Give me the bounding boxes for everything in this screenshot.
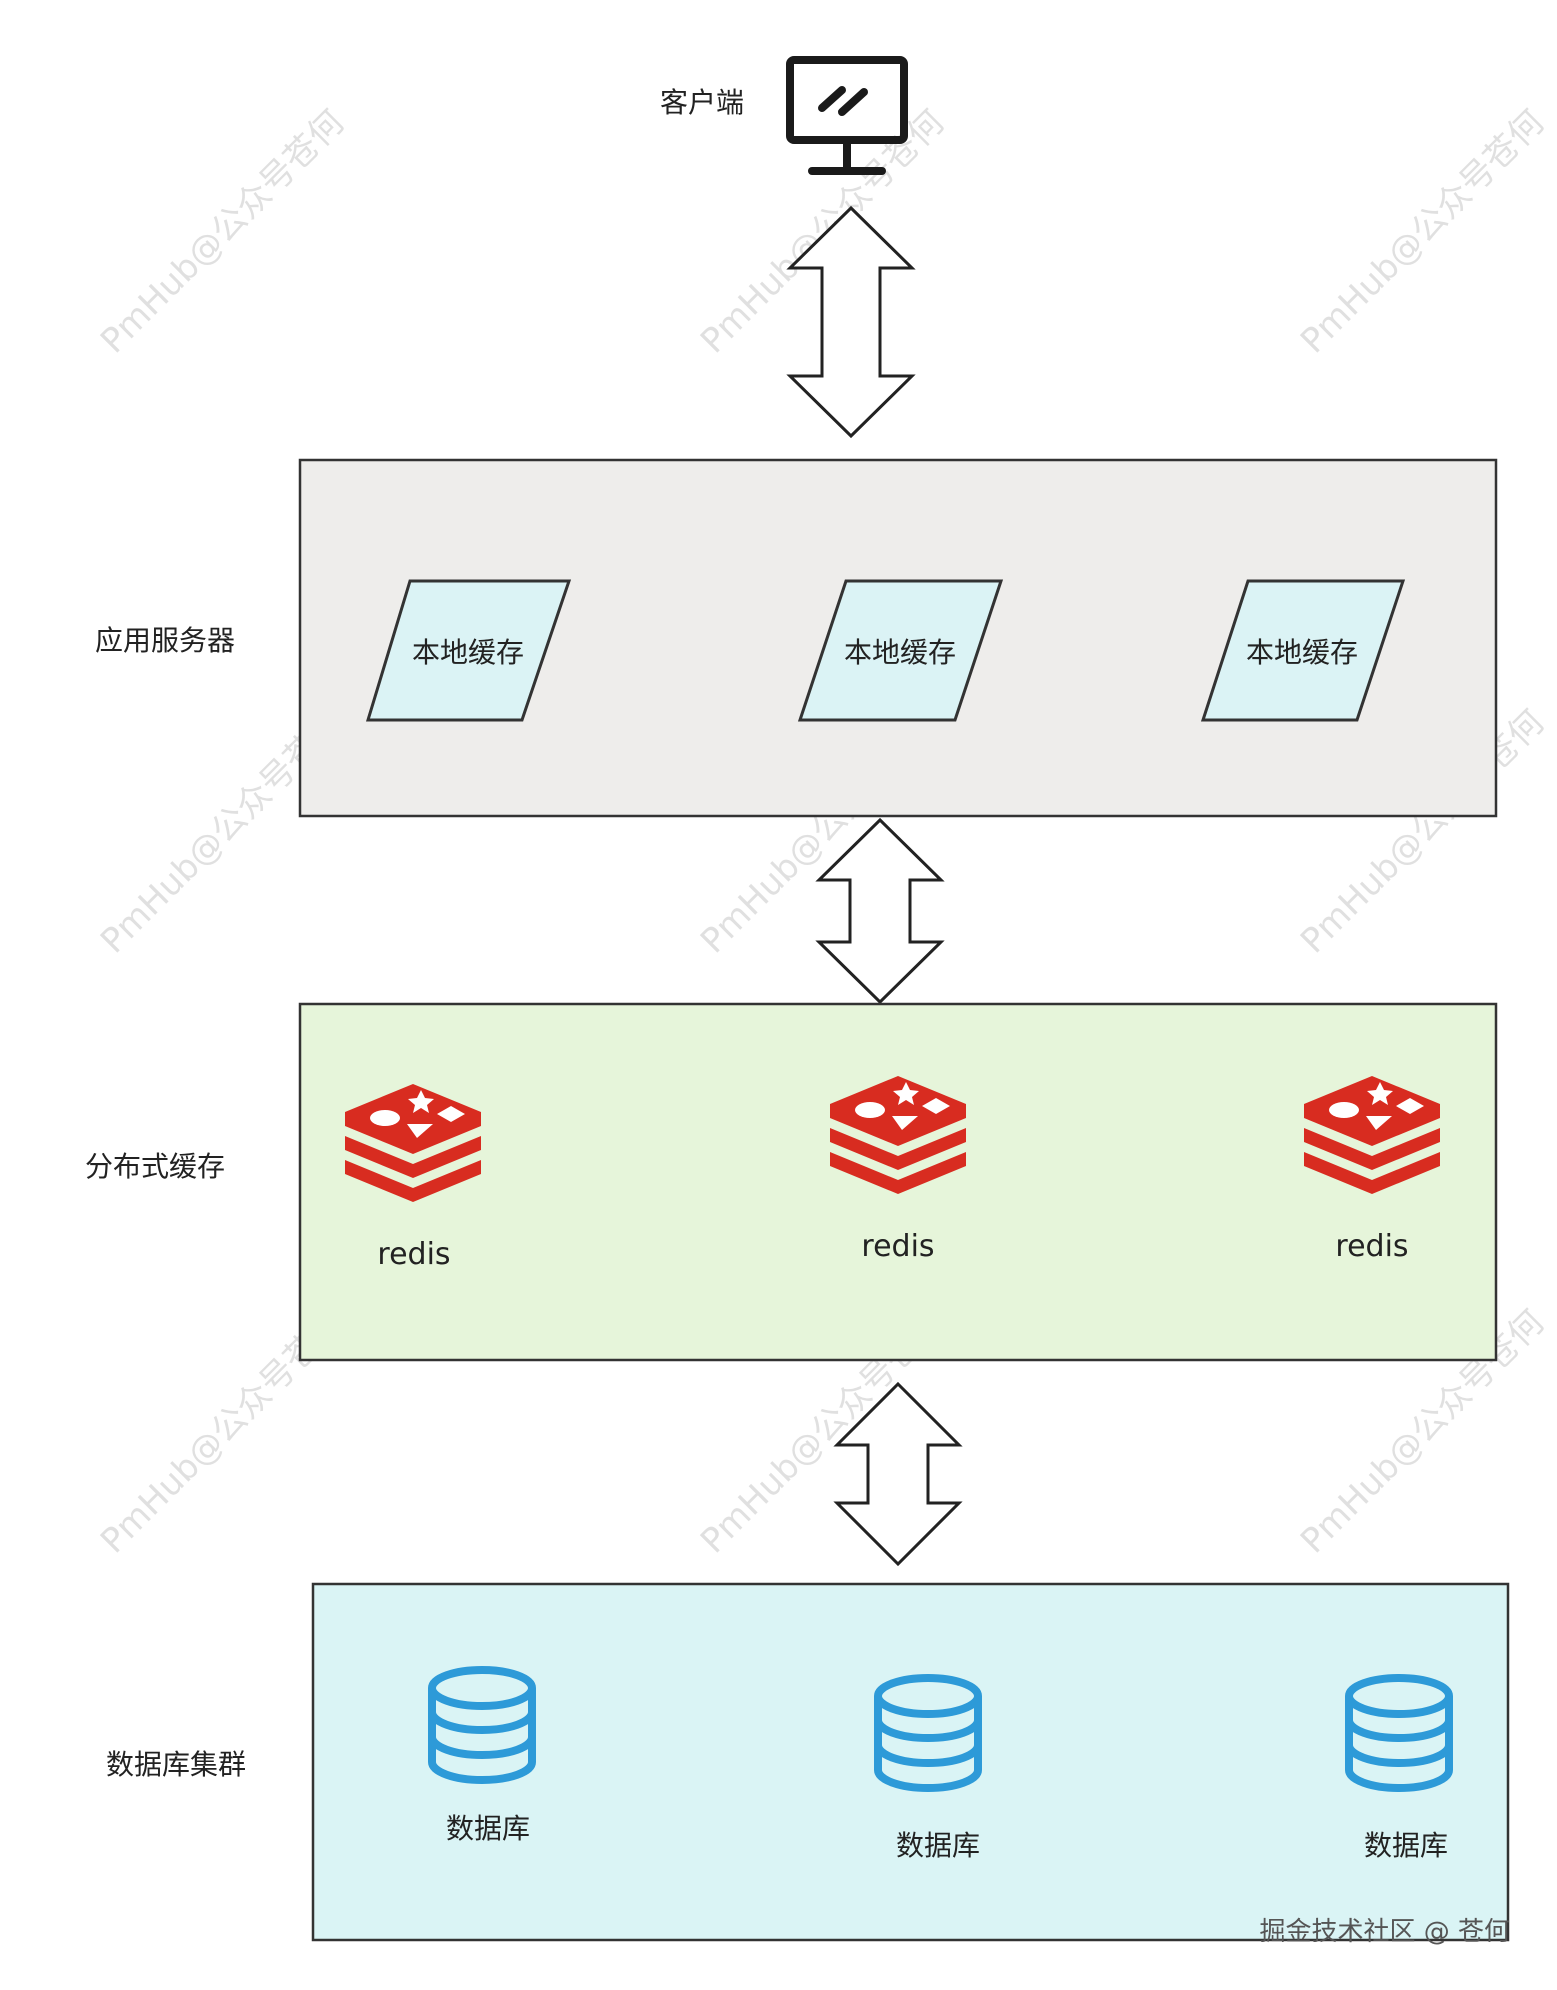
node-label: redis — [377, 1237, 450, 1272]
local-cache-node: 本地缓存 — [1200, 579, 1406, 722]
node-label: 数据库 — [896, 1829, 980, 1862]
node-label: redis — [861, 1229, 934, 1264]
double-arrow-icon — [833, 1381, 963, 1567]
node-label: 数据库 — [1364, 1829, 1448, 1862]
redis-icon — [1304, 1076, 1440, 1194]
app-server-layer: 应用服务器 本地缓存 本地缓存 本地缓存 — [95, 458, 1498, 818]
layer-label: 应用服务器 — [95, 624, 235, 657]
client-label: 客户端 — [660, 86, 744, 119]
redis-icon — [345, 1084, 481, 1202]
double-arrow-icon — [815, 817, 945, 1005]
node-label: redis — [1335, 1229, 1408, 1264]
database-icon — [874, 1674, 982, 1792]
node-label: 本地缓存 — [412, 636, 524, 669]
watermark: PmHub@公众号苍何 — [1293, 102, 1552, 361]
layer-box — [298, 1002, 1498, 1362]
node-label: 本地缓存 — [844, 636, 956, 669]
redis-node: redis — [345, 1084, 481, 1272]
redis-icon — [830, 1076, 966, 1194]
distributed-cache-layer: 分布式缓存 redis redis — [85, 1002, 1498, 1362]
client-node: 客户端 — [660, 56, 908, 175]
local-cache-node: 本地缓存 — [365, 579, 572, 722]
monitor-icon — [786, 56, 908, 175]
double-arrow-icon — [786, 205, 916, 439]
node-label: 数据库 — [446, 1812, 530, 1845]
database-node: 数据库 — [1345, 1674, 1453, 1862]
layer-label: 分布式缓存 — [85, 1150, 225, 1183]
database-cluster-layer: 数据库集群 数据库 数据库 — [106, 1582, 1510, 1942]
database-icon — [1345, 1674, 1453, 1792]
local-cache-node: 本地缓存 — [797, 579, 1004, 722]
watermark: PmHub@公众号苍何 — [93, 102, 352, 361]
database-node: 数据库 — [874, 1674, 982, 1862]
database-node: 数据库 — [428, 1666, 536, 1845]
redis-node: redis — [830, 1076, 966, 1264]
redis-node: redis — [1304, 1076, 1440, 1264]
database-icon — [428, 1666, 536, 1784]
layer-label: 数据库集群 — [106, 1748, 246, 1781]
credit-watermark: 掘金技术社区 @ 苍何 — [1259, 1917, 1510, 1947]
node-label: 本地缓存 — [1246, 636, 1358, 669]
